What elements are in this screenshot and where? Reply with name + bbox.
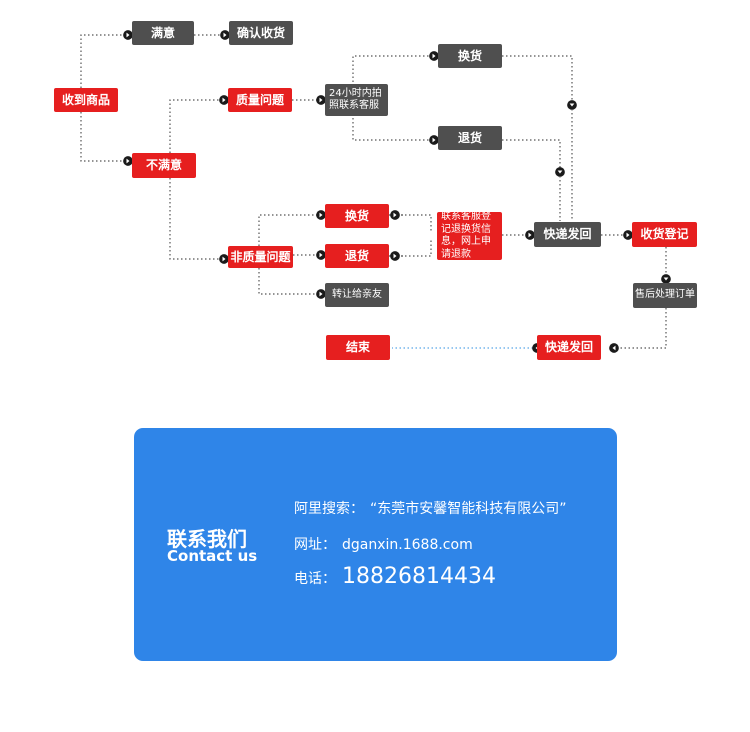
node-return-a: 退货 [438,126,502,150]
website-link[interactable]: dganxin.1688.com [342,537,473,553]
node-unsatisfied: 不满意 [132,153,196,178]
node-receipt-register: 收货登记 [632,222,697,247]
node-end: 结束 [326,335,390,360]
connector-contact-exchange [352,51,439,86]
node-transfer-friend: 转让给亲友 [325,283,389,307]
connector-received-unsatisfied [80,112,133,166]
contact-title-cn: 联系我们 [167,527,247,551]
website-label: 网址： [294,537,336,553]
contact-title-en: Contact us [167,547,258,565]
contact-phone-row: 电话： 18826814434 [294,564,496,589]
connector-unsatisfied-nonquality [169,178,229,264]
connector-return-ship [502,139,565,177]
connector-contact-return [352,114,439,145]
connector-unsatisfied-quality [169,95,229,153]
node-received: 收到商品 [54,88,118,112]
contact-search-row: 阿里搜索： “东莞市安馨智能科技有限公司” [294,498,567,518]
connector-nonquality-exchange [258,210,326,246]
node-contact-24h: 24小时内拍照联系客服 [325,84,388,116]
node-confirm-receipt: 确认收货 [229,21,293,45]
node-register-info: 联系客服登记退换货信息，网上申请退款 [437,211,502,260]
node-express-send: 快递发回 [537,335,601,360]
connector-returnb-register [389,240,432,257]
phone-label: 电话： [294,571,336,587]
connector-exchangeb-register [389,214,432,232]
node-express-ship-back: 快递发回 [534,222,601,247]
flowchart-connectors [80,30,671,353]
search-label: 阿里搜索： [294,501,364,517]
connector-exchange-ship [502,55,577,110]
contact-card: 联系我们 Contact us 阿里搜索： “东莞市安馨智能科技有限公司” 网址：… [134,428,617,661]
node-quality-issue: 质量问题 [228,88,292,112]
node-aftersale-order: 售后处理订单 [633,283,697,308]
contact-website-row: 网址： dganxin.1688.com [294,534,473,554]
node-satisfied: 满意 [132,21,194,45]
node-exchange-a: 换货 [438,44,502,68]
node-exchange-b: 换货 [325,204,389,228]
connector-received-satisfied [80,30,133,88]
phone-number: 18826814434 [342,564,496,589]
node-return-b: 退货 [325,244,389,268]
node-non-quality-issue: 非质量问题 [228,246,293,268]
connector-nonquality-transfer [258,268,326,299]
search-value: “东莞市安馨智能科技有限公司” [370,501,567,517]
connector-aftersale-send [609,308,667,353]
